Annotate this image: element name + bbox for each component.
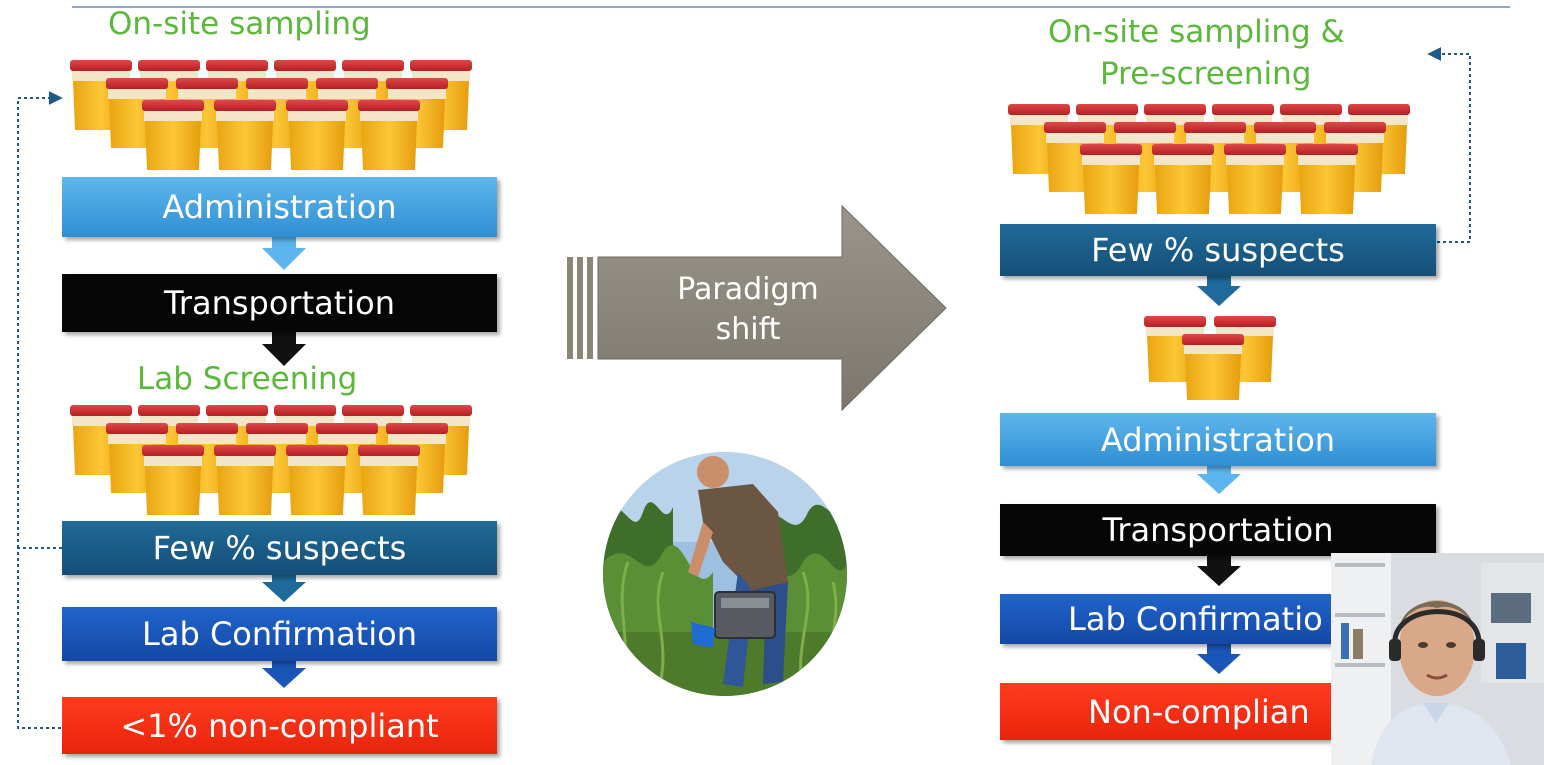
right-trio-cup: [1182, 334, 1244, 400]
right-feedback-loop: [1427, 47, 1471, 243]
left-transportation-box: Transportation: [62, 274, 497, 332]
paradigm-label-line1: Paradigm: [677, 272, 819, 307]
left-top-cups-front-cup: [358, 100, 420, 170]
left-lab-cups-front-cup: [358, 445, 420, 515]
left-top-cups-front-cup: [286, 100, 348, 170]
left-heading: On-site sampling: [108, 6, 371, 42]
right-heading-line2: Pre-screening: [1100, 56, 1312, 92]
right-suspects-box: Few % suspects: [1000, 224, 1436, 276]
left-lab-cups-front-cup: [286, 445, 348, 515]
right-flow-arrows: [1197, 276, 1241, 674]
right-top-cups-front-cup: [1080, 144, 1142, 214]
top-rule: [72, 6, 1510, 8]
left-lab-cups-front-cup: [142, 445, 204, 515]
left-flow-arrows: [262, 236, 306, 688]
paradigm-shift-arrow: [567, 204, 947, 412]
right-top-cups-front-cup: [1224, 144, 1286, 214]
left-top-cups-front-cup: [142, 100, 204, 170]
left-suspects-box: Few % suspects: [62, 521, 497, 575]
right-transportation-box: Transportation: [1000, 504, 1436, 556]
left-lab-cups-front-cup: [214, 445, 276, 515]
field-sampling-photo: [603, 452, 847, 696]
left-lab-confirmation-box: Lab Confirmation: [62, 607, 497, 661]
presenter-webcam: [1331, 553, 1544, 765]
left-administration-box: Administration: [62, 177, 497, 237]
paradigm-shift-label: Paradigm shift: [648, 270, 848, 350]
left-non-compliant-box: <1% non-compliant: [62, 697, 497, 754]
paradigm-label-line2: shift: [715, 312, 781, 347]
right-administration-box: Administration: [1000, 413, 1436, 466]
right-top-cups-front-cup: [1152, 144, 1214, 214]
left-feedback-loop: [17, 91, 63, 729]
right-heading-line1: On-site sampling &: [1048, 14, 1345, 50]
right-non-compliant-box: Non-complian: [1000, 683, 1436, 740]
left-top-cups-front-cup: [214, 100, 276, 170]
lab-screening-heading: Lab Screening: [137, 361, 358, 397]
right-top-cups-front-cup: [1296, 144, 1358, 214]
